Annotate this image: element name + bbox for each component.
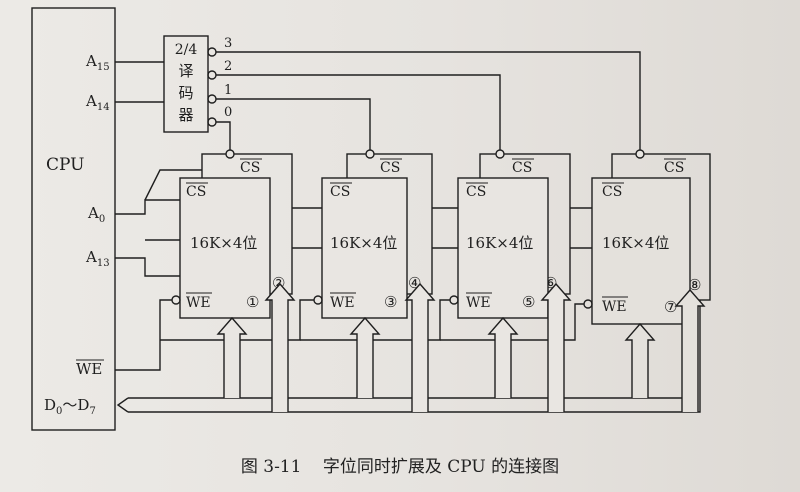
decoder-out2-label: 2 [224,59,232,74]
figure-number: 图 3-11 [240,457,302,477]
pin-a14-label: A14 [85,92,110,113]
chip-back-2-cs-label: CS [380,160,400,176]
wire-out1 [216,98,371,150]
data-arrow-4 [404,282,436,412]
decoder-out1-bubble [207,94,217,104]
wire-we [115,299,172,371]
chip-front-4-we-label: WE [602,299,627,315]
pin-a15-label: A15 [85,52,110,73]
chip-front-4-number: ⑦ [664,298,677,316]
pin-we-label: WE [76,360,102,378]
wire-a0 [115,199,180,215]
chip-front-3-number: ⑤ [522,293,535,311]
data-arrow-1 [216,316,248,398]
decoder-out0-label: 0 [224,105,232,120]
wire-out2 [216,74,501,150]
chip-front-1-we-label: WE [186,295,211,311]
chip-front-3-label: 16K×4位 [466,234,533,252]
chip-back-4-cs-label: CS [664,160,684,176]
decoder-line2: 译 [178,62,193,80]
pin-data-label: D0～D7 [44,396,96,417]
cpu-block [31,7,116,431]
decoder-block [163,35,209,133]
data-bus-inner [128,324,691,399]
wire-a13 [115,257,180,277]
chip-front-2-number: ③ [384,293,397,311]
chip-front-2-we-label: WE [330,295,355,311]
chip-back-4-number: ⑧ [688,276,701,294]
decoder-line3: 码 [178,84,193,102]
chip-front-2-cs-label: CS [330,184,350,200]
chip-front-1-number: ① [246,293,259,311]
chip-front-2-label: 16K×4位 [330,234,397,252]
data-bus-outer [128,300,701,413]
data-bus-arrowhead [116,397,129,413]
decoder-out0-bubble [207,117,217,127]
wire-out3 [216,51,641,150]
pin-a13-label: A13 [85,248,110,269]
chip-front-4-we-bubble [583,299,593,309]
data-arrow-5 [487,316,519,398]
decoder-out2-bubble [207,70,217,80]
data-arrow-2 [264,282,296,412]
address-bus-top [144,169,202,201]
data-arrow-3 [349,316,381,398]
chip-front-1-cs-label: CS [186,184,206,200]
chip-front-3-cs-label: CS [466,184,486,200]
chip-front-3-we-label: WE [466,295,491,311]
chip-front-2 [321,177,408,319]
decoder-out3-label: 3 [224,36,232,51]
decoder-line4: 器 [178,106,193,124]
chip-back-4-cs-bubble [635,149,645,159]
chip-front-1 [179,177,271,319]
chip-front-4-cs-label: CS [602,184,622,200]
figure-title: 字位同时扩展及 CPU 的连接图 [322,457,560,477]
chip-back-2-cs-bubble [365,149,375,159]
decoder-line1: 2/4 [175,42,198,58]
chip-back-1-cs-bubble [225,149,235,159]
pin-a0-label: A0 [87,204,105,225]
chip-back-3-cs-label: CS [512,160,532,176]
data-arrow-8 [674,288,706,412]
chip-back-1-cs-label: CS [240,160,260,176]
wire-out0 [216,121,231,150]
data-arrow-6 [540,282,572,412]
data-arrow-7 [624,322,656,398]
chip-front-4 [591,177,691,325]
chip-front-1-we-bubble [171,295,181,305]
decoder-out3-bubble [207,47,217,57]
figure-caption: 图 3-11 字位同时扩展及 CPU 的连接图 [0,452,800,477]
decoder-out1-label: 1 [224,83,232,98]
chip-front-3-we-bubble [449,295,459,305]
chip-front-1-label: 16K×4位 [190,234,257,252]
chip-back-3-cs-bubble [495,149,505,159]
chip-front-4-label: 16K×4位 [602,234,669,252]
chip-front-2-we-bubble [313,295,323,305]
cpu-label: CPU [46,155,84,175]
